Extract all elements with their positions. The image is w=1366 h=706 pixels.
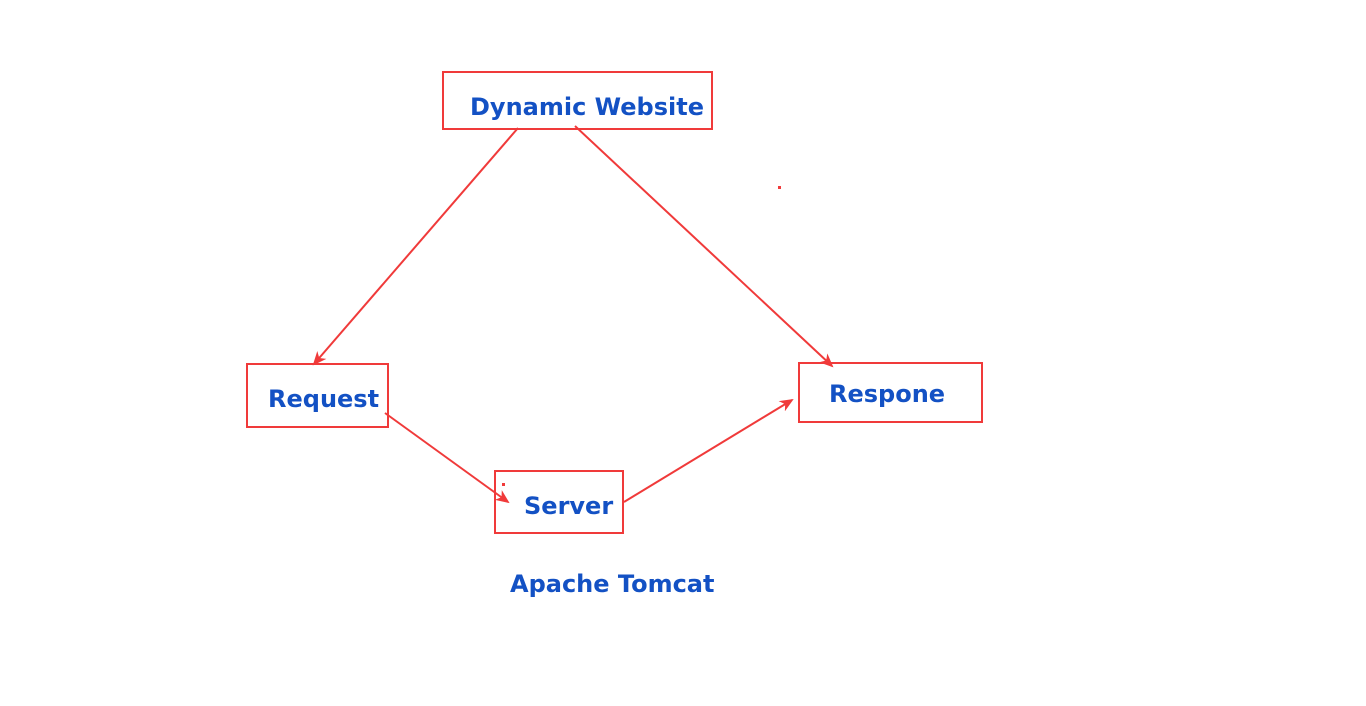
node-dynamic-website-box bbox=[442, 71, 713, 130]
caption-apache-tomcat: Apache Tomcat bbox=[510, 570, 715, 598]
node-respone-label: Respone bbox=[829, 380, 946, 408]
node-request-label: Request bbox=[268, 385, 380, 413]
node-dynamic-website-label: Dynamic Website bbox=[470, 93, 704, 121]
arrow-website-to-respone bbox=[574, 125, 834, 368]
stray-dot bbox=[502, 483, 505, 486]
arrow-server-to-respone bbox=[623, 398, 794, 503]
node-respone-box bbox=[798, 362, 983, 423]
arrow-website-to-request bbox=[312, 127, 519, 366]
node-server-label: Server bbox=[524, 492, 614, 520]
node-request-box bbox=[246, 363, 389, 428]
node-server-box bbox=[494, 470, 624, 534]
stray-dot bbox=[778, 186, 781, 189]
arrow-request-to-server bbox=[384, 412, 510, 504]
